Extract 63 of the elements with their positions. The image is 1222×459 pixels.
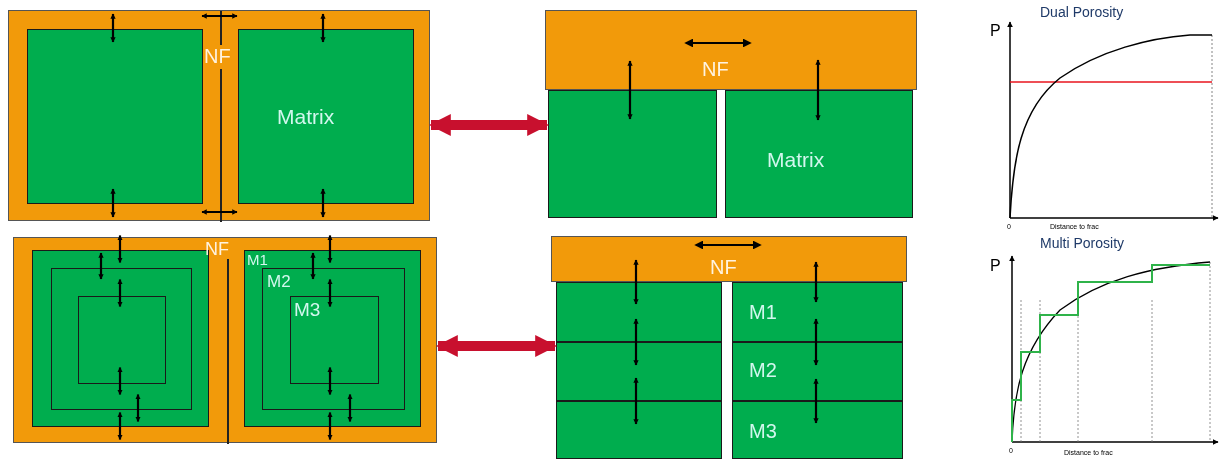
matrix-block (51, 268, 192, 410)
fracture-block (551, 236, 907, 282)
flow-arrow (117, 366, 123, 396)
matrix-block (262, 268, 405, 410)
double-arrow (435, 335, 558, 357)
matrix-block (725, 90, 913, 218)
matrix-block (732, 282, 903, 342)
flow-arrow (327, 234, 333, 264)
flow-arrow (327, 411, 333, 441)
flow-arrow (633, 318, 639, 366)
region-label: M3 (749, 421, 777, 441)
flow-arrow (327, 366, 333, 396)
matrix-block (732, 401, 903, 459)
chart-title: Dual Porosity (1040, 5, 1124, 19)
flow-arrow (310, 252, 316, 280)
region-label: NF (702, 59, 729, 79)
matrix-block (27, 29, 203, 204)
region-label: NF (205, 240, 229, 258)
flow-arrow (813, 261, 819, 303)
flow-arrow (117, 411, 123, 441)
fracture-block (545, 10, 917, 90)
axis-label: P (990, 23, 1001, 39)
flow-arrow (813, 378, 819, 424)
flow-arrow (627, 60, 633, 120)
matrix-block (556, 282, 722, 342)
flow-arrow (201, 209, 238, 215)
axis-label: P (990, 258, 1001, 274)
matrix-block (548, 90, 717, 218)
region-label: NF (710, 257, 737, 277)
flow-arrow (117, 234, 123, 264)
region-label: Matrix (767, 149, 825, 170)
flow-arrow (201, 13, 238, 19)
fracture-block (8, 10, 430, 221)
flow-arrow (347, 393, 353, 423)
region-label: M2 (267, 273, 291, 290)
flow-arrow (117, 278, 123, 308)
flow-arrow (813, 318, 819, 366)
double-arrow (428, 114, 550, 136)
matrix-block (556, 342, 722, 401)
region-label: M1 (749, 302, 777, 322)
flow-arrow (320, 13, 326, 43)
flow-arrow (98, 252, 104, 280)
matrix-block (78, 296, 166, 384)
region-label: NF (204, 46, 231, 66)
flow-arrow (327, 278, 333, 308)
matrix-block (732, 342, 903, 401)
region-label: M2 (749, 360, 777, 380)
matrix-block (556, 401, 722, 459)
chart-title: Multi Porosity (1040, 236, 1125, 250)
flow-arrow (633, 259, 639, 305)
region-label: Matrix (277, 106, 335, 127)
flow-arrow (135, 393, 141, 423)
fracture-block (13, 237, 437, 443)
flow-arrow (320, 188, 326, 218)
flow-arrow (815, 59, 821, 121)
flow-arrow (110, 188, 116, 218)
matrix-block (244, 250, 421, 427)
flow-arrow (633, 377, 639, 425)
flow-arrow (110, 13, 116, 43)
matrix-block (290, 296, 379, 384)
region-label: M3 (294, 300, 321, 319)
matrix-block (238, 29, 414, 204)
region-label: M1 (247, 252, 268, 267)
